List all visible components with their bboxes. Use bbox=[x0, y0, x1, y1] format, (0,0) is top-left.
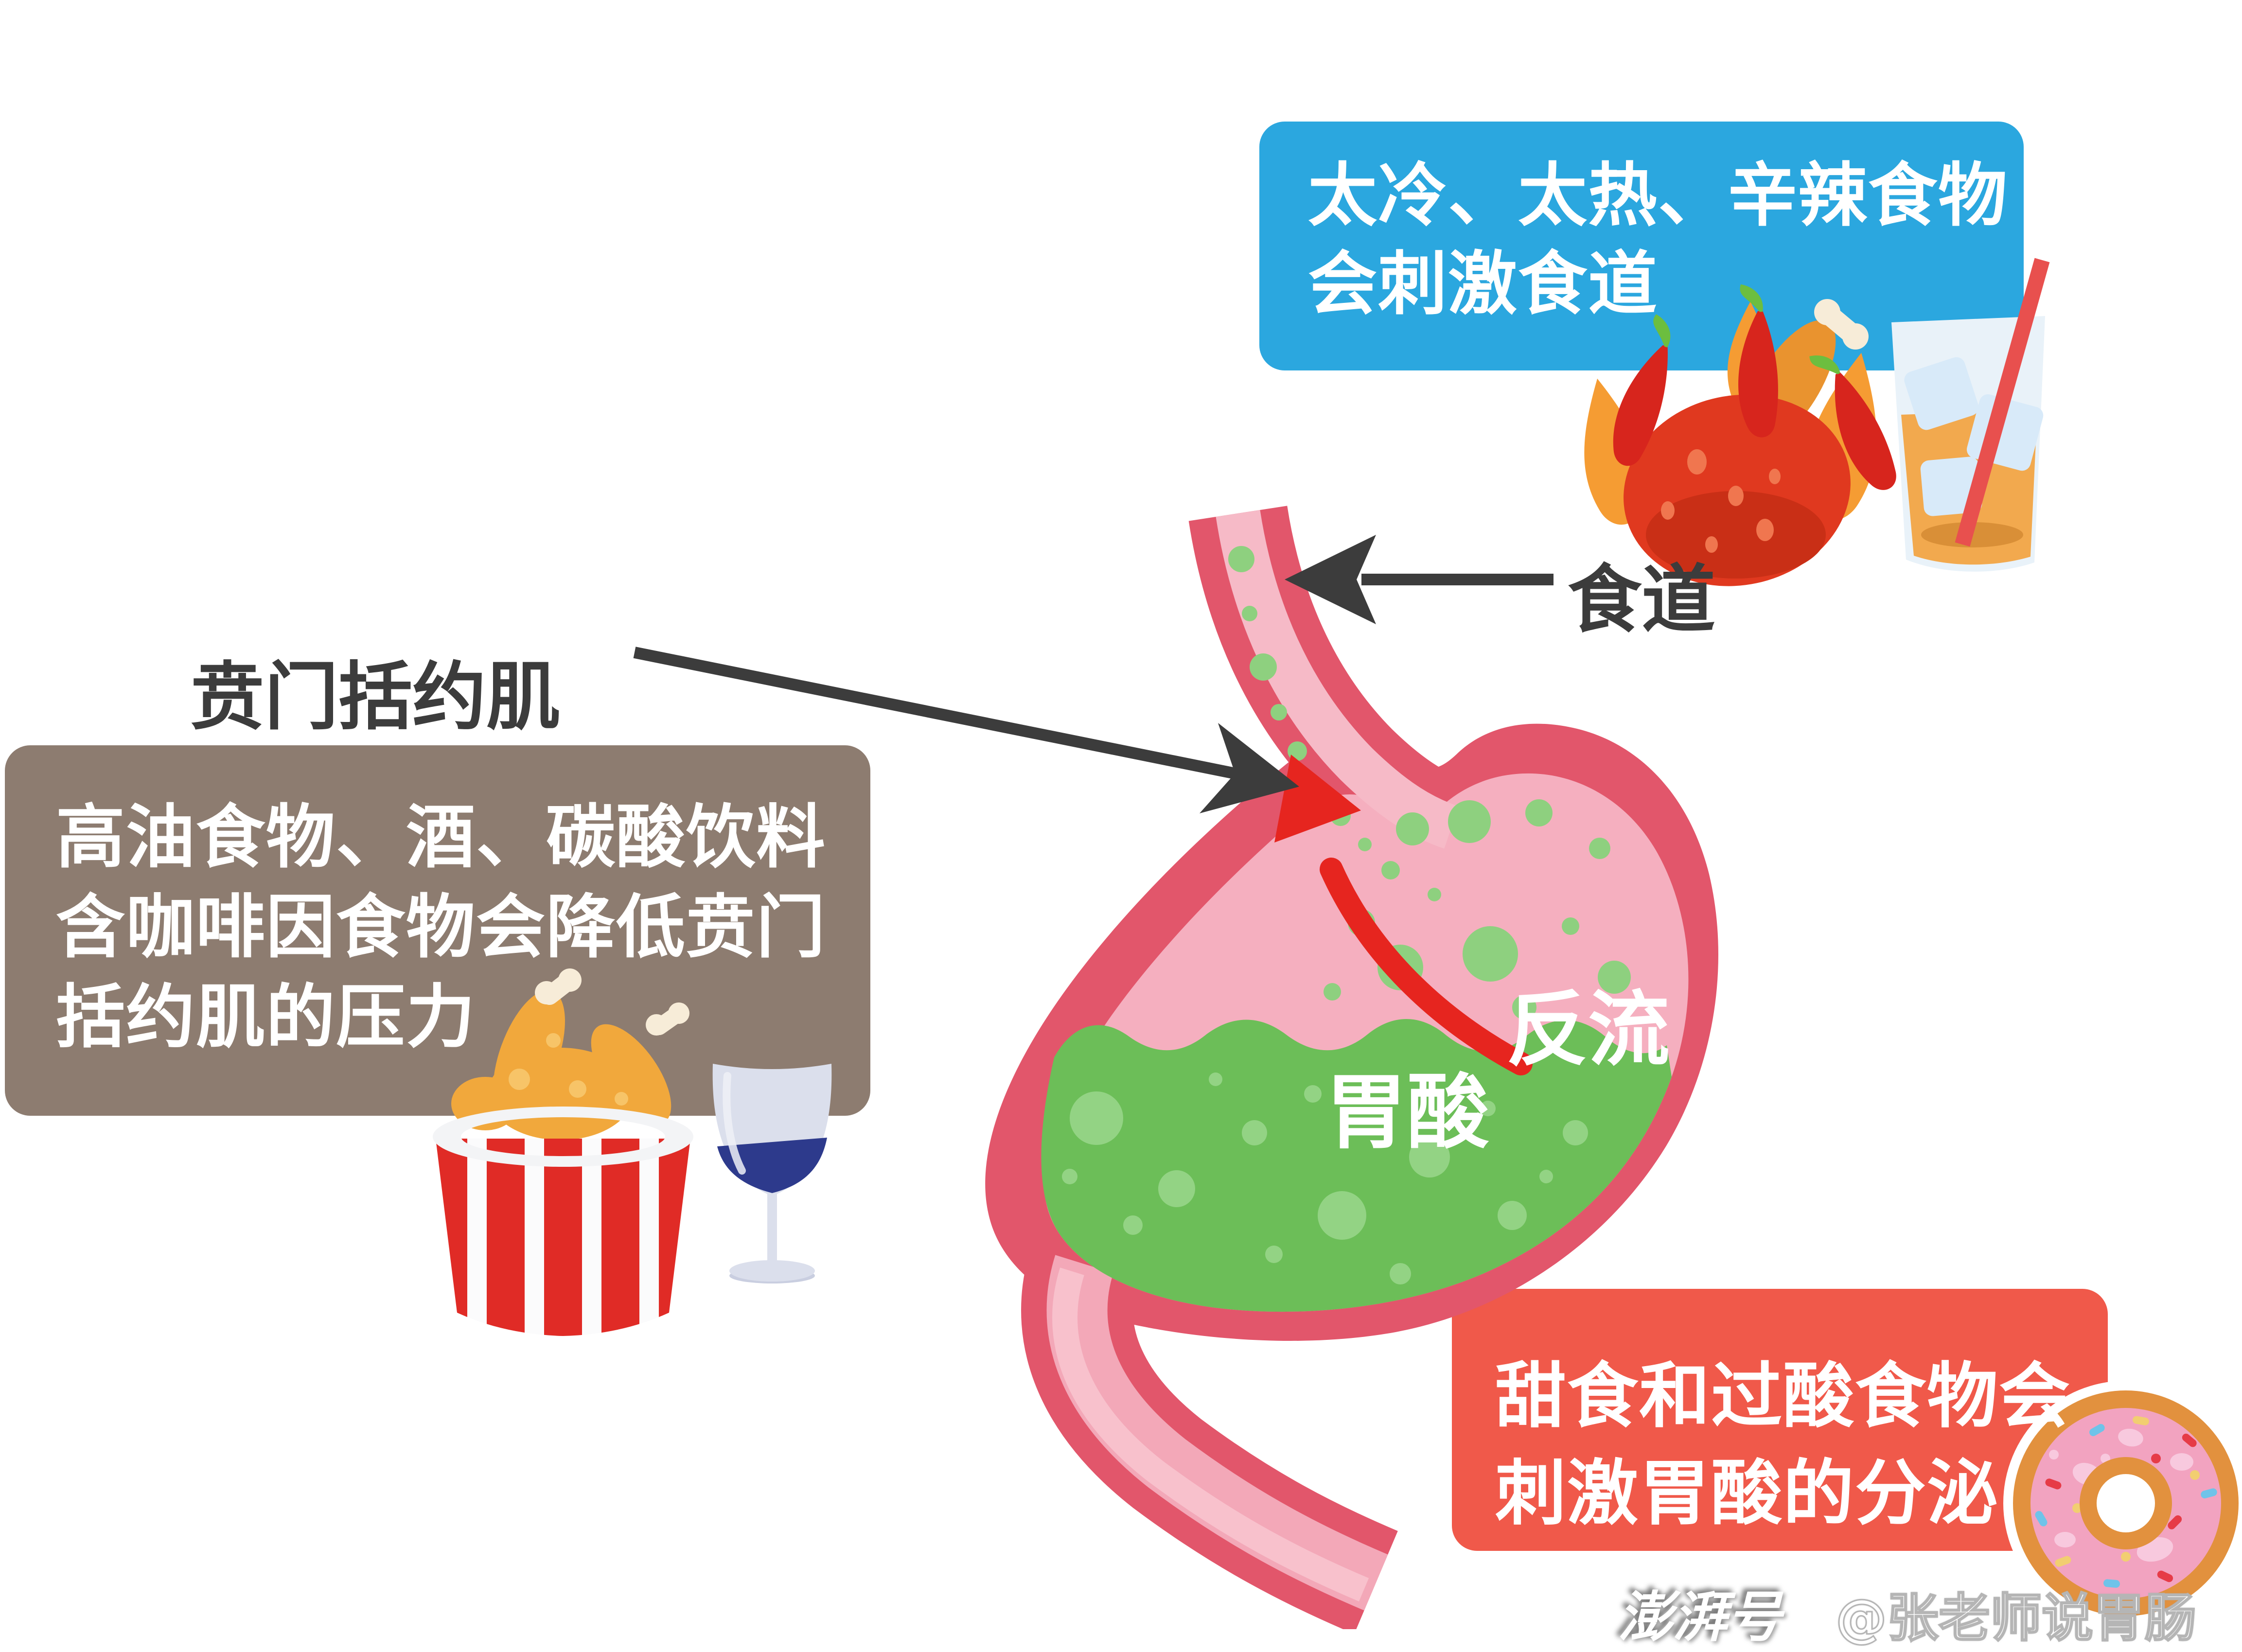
callout-box-sweet-sour bbox=[1452, 1289, 2108, 1551]
esophagus-lumen bbox=[1216, 510, 1459, 849]
duodenum-lumen-highlight bbox=[1052, 1267, 1369, 1601]
spicy-food-icon bbox=[1584, 284, 1896, 586]
callout-line: 太冷、太热、辛辣食物 bbox=[1308, 156, 2008, 236]
callout-box-fatty-alcohol-caffeine bbox=[5, 745, 870, 1116]
donut-sprinkles bbox=[2035, 1416, 2217, 1588]
callout-line: 刺激胃酸的分泌 bbox=[1495, 1452, 1999, 1535]
callout-line: 甜食和过酸食物会 bbox=[1495, 1355, 2071, 1438]
esophagus-label: 食道 bbox=[1568, 557, 1715, 643]
bucket-stripes bbox=[436, 1139, 690, 1336]
callout-line: 高油食物、酒、碳酸饮料 bbox=[56, 797, 826, 878]
callout-text-cold-hot-spicy: 太冷、太热、辛辣食物 会刺激食道 bbox=[1308, 152, 2008, 329]
watermark-account: @张老师说胃肠 bbox=[1835, 1588, 2197, 1649]
chicken-pieces bbox=[451, 968, 689, 1140]
straw bbox=[1955, 258, 2050, 547]
fried-chicken-bucket-icon bbox=[433, 968, 693, 1336]
callout-line: 括约肌的压力 bbox=[56, 977, 476, 1057]
esophagus-arrow bbox=[1285, 535, 1554, 624]
callout-line: 含咖啡因食物会降低贲门 bbox=[56, 887, 826, 967]
cardiac-sphincter-label: 贲门括约肌 bbox=[191, 654, 560, 740]
reflux-arrow bbox=[1274, 755, 1533, 1075]
callout-line: 会刺激食道 bbox=[1308, 244, 1658, 324]
bucket-rim bbox=[433, 1107, 693, 1167]
stomach-acid-label: 胃酸 bbox=[1325, 1065, 1489, 1160]
stomach-organ bbox=[985, 505, 1718, 1629]
sphincter-arrow bbox=[633, 647, 1299, 813]
acid-pool-bubbles bbox=[1062, 1072, 1588, 1284]
iced-drink-icon bbox=[1891, 258, 2050, 572]
reflux-label: 反流 bbox=[1506, 982, 1670, 1077]
watermark-brand: 澎湃号 bbox=[1618, 1586, 1782, 1649]
donut-icon bbox=[2003, 1381, 2242, 1626]
chili-peppers bbox=[1613, 284, 1896, 490]
wine-glass-icon bbox=[712, 1064, 832, 1283]
callout-text-fatty-alcohol-caffeine: 高油食物、酒、碳酸饮料 含咖啡因食物会降低贲门 括约肌的压力 bbox=[56, 792, 826, 1062]
callout-text-sweet-sour: 甜食和过酸食物会 刺激胃酸的分泌 bbox=[1495, 1348, 2071, 1542]
acid-pool bbox=[1041, 1019, 1672, 1312]
